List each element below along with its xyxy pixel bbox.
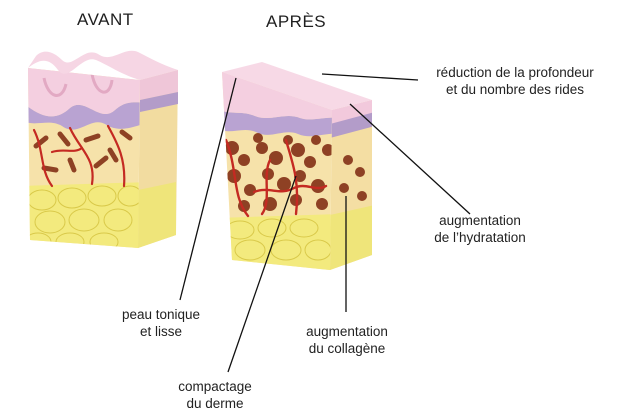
label-collagen-line1: augmentation bbox=[292, 323, 402, 340]
before-side-face bbox=[138, 70, 178, 248]
label-dermis-compaction: compactage du derme bbox=[160, 378, 270, 412]
label-collagen: augmentation du collagène bbox=[292, 323, 402, 357]
label-dermis-line1: compactage bbox=[160, 378, 270, 395]
label-wrinkles-line2: et du nombre des rides bbox=[420, 81, 610, 98]
label-hydration: augmentation de l’hydratation bbox=[405, 212, 555, 246]
label-dermis-line2: du derme bbox=[160, 395, 270, 412]
title-before: AVANT bbox=[77, 10, 134, 30]
label-hydration-line1: augmentation bbox=[405, 212, 555, 229]
label-collagen-line2: du collagène bbox=[292, 340, 402, 357]
leader-wrinkles bbox=[322, 74, 418, 80]
title-after: APRÈS bbox=[266, 12, 326, 32]
label-toned-line1: peau tonique bbox=[106, 306, 216, 323]
label-wrinkles-line1: réduction de la profondeur bbox=[420, 64, 610, 81]
leader-toned bbox=[180, 78, 236, 300]
label-wrinkle-reduction: réduction de la profondeur et du nombre … bbox=[420, 64, 610, 98]
skin-block-before bbox=[20, 51, 178, 260]
after-side-face bbox=[325, 95, 380, 275]
skin-block-after bbox=[215, 60, 380, 280]
before-front-face bbox=[20, 60, 150, 260]
label-hydration-line2: de l’hydratation bbox=[405, 229, 555, 246]
label-toned-skin: peau tonique et lisse bbox=[106, 306, 216, 340]
label-toned-line2: et lisse bbox=[106, 323, 216, 340]
